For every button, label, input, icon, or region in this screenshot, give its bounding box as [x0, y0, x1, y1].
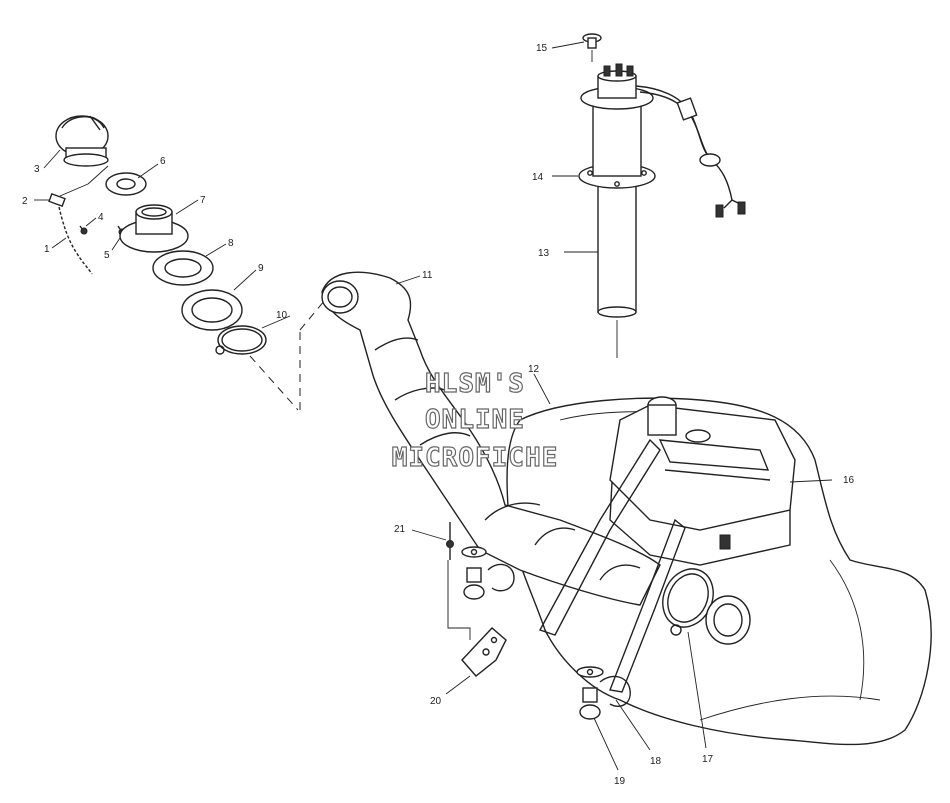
callout-16: 16	[843, 475, 855, 486]
part-7-filler-neck	[119, 204, 189, 253]
part-1-tether-chain	[57, 201, 93, 275]
watermark-line-1: HLSM'S	[425, 369, 525, 399]
callout-7: 7	[200, 195, 206, 206]
part-10-hose-clamp	[215, 325, 267, 355]
part-16-tank-pad	[609, 396, 796, 566]
part-14-sender-flange	[578, 63, 656, 189]
part-6-gasket	[105, 172, 147, 196]
part-2-tether-clip	[48, 192, 66, 208]
callout-17: 17	[702, 754, 714, 765]
callout-8: 8	[228, 238, 234, 249]
hose-strap	[538, 438, 686, 693]
callout-4: 4	[98, 212, 104, 223]
callout-9: 9	[258, 263, 264, 274]
callout-2: 2	[22, 196, 28, 207]
part-15-screw	[582, 33, 602, 62]
callout-11: 11	[422, 270, 433, 281]
callout-1: 1	[44, 244, 50, 255]
part-19-nut-left	[463, 567, 485, 600]
watermark-line-3: MICROFICHE	[392, 443, 559, 473]
part-20-bracket	[461, 627, 507, 677]
callout-10: 10	[276, 310, 288, 321]
part-19-nut-right	[579, 687, 601, 720]
callout-18: 18	[650, 756, 662, 767]
part-9-mount-ring	[181, 289, 243, 331]
part-21-pin	[446, 522, 471, 640]
part-4-screw	[79, 225, 88, 235]
callout-5: 5	[104, 250, 110, 261]
watermark: HLSM'S ONLINE MICROFICHE	[391, 368, 559, 473]
part-17-hose-clamp	[662, 568, 751, 645]
callout-13: 13	[538, 248, 550, 259]
part-18-clip-right	[576, 666, 631, 708]
callout-21: 21	[394, 524, 406, 535]
part-3-fuel-cap	[55, 115, 109, 167]
callout-6: 6	[160, 156, 166, 167]
part-11-filler-hose	[321, 271, 661, 606]
callout-14: 14	[532, 172, 544, 183]
callout-19: 19	[614, 776, 626, 787]
callout-12: 12	[528, 364, 540, 375]
sender-wiring	[635, 85, 746, 218]
part-13-sender-tube	[597, 179, 637, 358]
part-18-clip-left	[461, 546, 515, 592]
callout-3: 3	[34, 164, 40, 175]
part-8-gasket-ring	[152, 250, 214, 286]
callout-15: 15	[536, 43, 548, 54]
watermark-line-2: ONLINE	[425, 405, 525, 435]
callout-20: 20	[430, 696, 442, 707]
